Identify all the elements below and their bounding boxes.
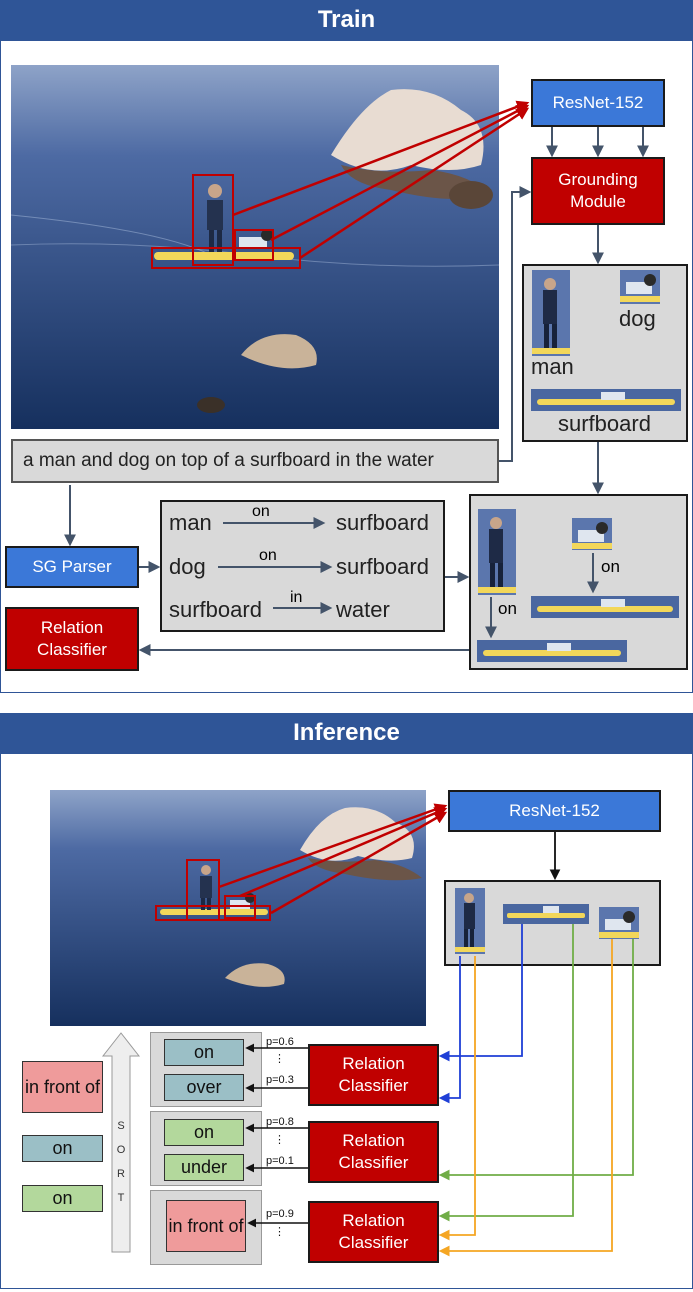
dog-crop-label: dog [619, 306, 656, 331]
group-2-top-predicate: on [164, 1119, 244, 1146]
surfboard-crop-label: surfboard [558, 411, 651, 436]
triple-3-predicate: in [290, 589, 303, 606]
train-relation-classifier-line2: Classifier [37, 640, 107, 659]
inference-man-crop-graphic [455, 888, 485, 954]
group-1-bottom-prob: p=0.3 [266, 1074, 294, 1086]
inference-relation-classifier-1-line1: Relation [342, 1053, 405, 1073]
train-relation-classifier-box: Relation Classifier [5, 607, 139, 671]
train-resnet-label: ResNet-152 [552, 93, 644, 112]
group-2-bottom-predicate: under [164, 1154, 244, 1181]
inference-relation-classifier-1: Relation Classifier [308, 1044, 439, 1106]
graph-surfboard-crop-1-graphic [531, 596, 679, 618]
graph-man-crop-graphic [478, 509, 516, 595]
group-1-dots: ⋮ [274, 1053, 285, 1065]
graph-dog-crop-graphic [572, 518, 612, 550]
inference-relation-classifier-2-line2: Classifier [338, 1153, 409, 1172]
inference-relation-classifier-2-line1: Relation [342, 1130, 405, 1150]
caption-box: a man and dog on top of a surfboard in t… [11, 439, 499, 483]
sg-parser-label: SG Parser [32, 557, 112, 576]
triple-2-object: surfboard [336, 554, 429, 579]
inference-relation-classifier-3-line2: Classifier [338, 1233, 409, 1252]
triple-2-subject: dog [169, 554, 206, 579]
inference-man-crop [455, 888, 485, 954]
inference-banner: Inference [0, 713, 693, 753]
sg-parser-box: SG Parser [5, 546, 139, 588]
surfboard-crop [531, 389, 681, 411]
graph-man-on-label: on [498, 599, 517, 618]
graph-surfboard-crop-1 [531, 596, 679, 618]
sort-label: S O R T [115, 1120, 127, 1204]
group-2-top-prob: p=0.8 [266, 1116, 294, 1128]
sorted-predicate-1: in front of [22, 1061, 103, 1113]
man-crop-graphic [532, 270, 570, 356]
inference-relation-classifier-1-line2: Classifier [338, 1076, 409, 1095]
group-3-dots: ⋮ [274, 1226, 285, 1238]
man-crop [532, 270, 570, 356]
surfboard-crop-graphic [531, 389, 681, 411]
sorted-predicate-3: on [22, 1185, 103, 1212]
grounding-module-line2: Module [570, 192, 626, 211]
train-photo [11, 65, 499, 429]
dog-crop [620, 270, 660, 304]
inference-arrows [218, 803, 634, 1257]
grounding-module-line1: Grounding [558, 169, 638, 189]
group-2-dots: ⋮ [274, 1134, 285, 1146]
inference-relation-classifier-2: Relation Classifier [308, 1121, 439, 1183]
group-3-top-prob: p=0.9 [266, 1208, 294, 1220]
man-crop-label: man [531, 354, 574, 379]
triple-1-predicate: on [252, 503, 270, 520]
triple-1-subject: man [169, 510, 212, 535]
graph-surfboard-crop-2 [477, 640, 627, 662]
triple-2-predicate: on [259, 547, 277, 564]
inference-relation-classifier-3-line1: Relation [342, 1210, 405, 1230]
inference-dog-crop [599, 907, 639, 939]
inference-title: Inference [293, 719, 400, 746]
sort-arrow [101, 1032, 141, 1253]
caption-text: a man and dog on top of a surfboard in t… [23, 450, 434, 471]
grounding-module-box: Grounding Module [531, 157, 665, 225]
inference-surfboard-crop-graphic [503, 904, 589, 924]
inference-resnet-box: ResNet-152 [448, 790, 661, 832]
graph-surfboard-crop-2-graphic [477, 640, 627, 662]
group-1-top-prob: p=0.6 [266, 1036, 294, 1048]
inference-resnet-label: ResNet-152 [509, 801, 600, 820]
train-banner: Train [0, 0, 693, 40]
inference-relation-classifier-3: Relation Classifier [308, 1201, 439, 1263]
triple-3-subject: surfboard [169, 597, 262, 622]
train-arrows [64, 100, 649, 656]
inference-surfboard-crop [503, 904, 589, 924]
graph-dog-crop [572, 518, 612, 550]
train-photo-graphic [11, 65, 499, 429]
train-resnet-box: ResNet-152 [531, 79, 665, 127]
dog-crop-graphic [620, 270, 660, 304]
triple-3-object: water [336, 597, 390, 622]
train-relation-classifier-line1: Relation [40, 617, 104, 637]
graph-man-crop [478, 509, 516, 595]
group-1-bottom-predicate: over [164, 1074, 244, 1101]
group-3-top-predicate: in front of [166, 1200, 246, 1252]
group-2-bottom-prob: p=0.1 [266, 1155, 294, 1167]
sorted-predicate-2: on [22, 1135, 103, 1162]
train-title: Train [317, 6, 376, 33]
graph-dog-on-label: on [601, 557, 620, 576]
group-1-top-predicate: on [164, 1039, 244, 1066]
triple-1-object: surfboard [336, 510, 429, 535]
inference-dog-crop-graphic [599, 907, 639, 939]
